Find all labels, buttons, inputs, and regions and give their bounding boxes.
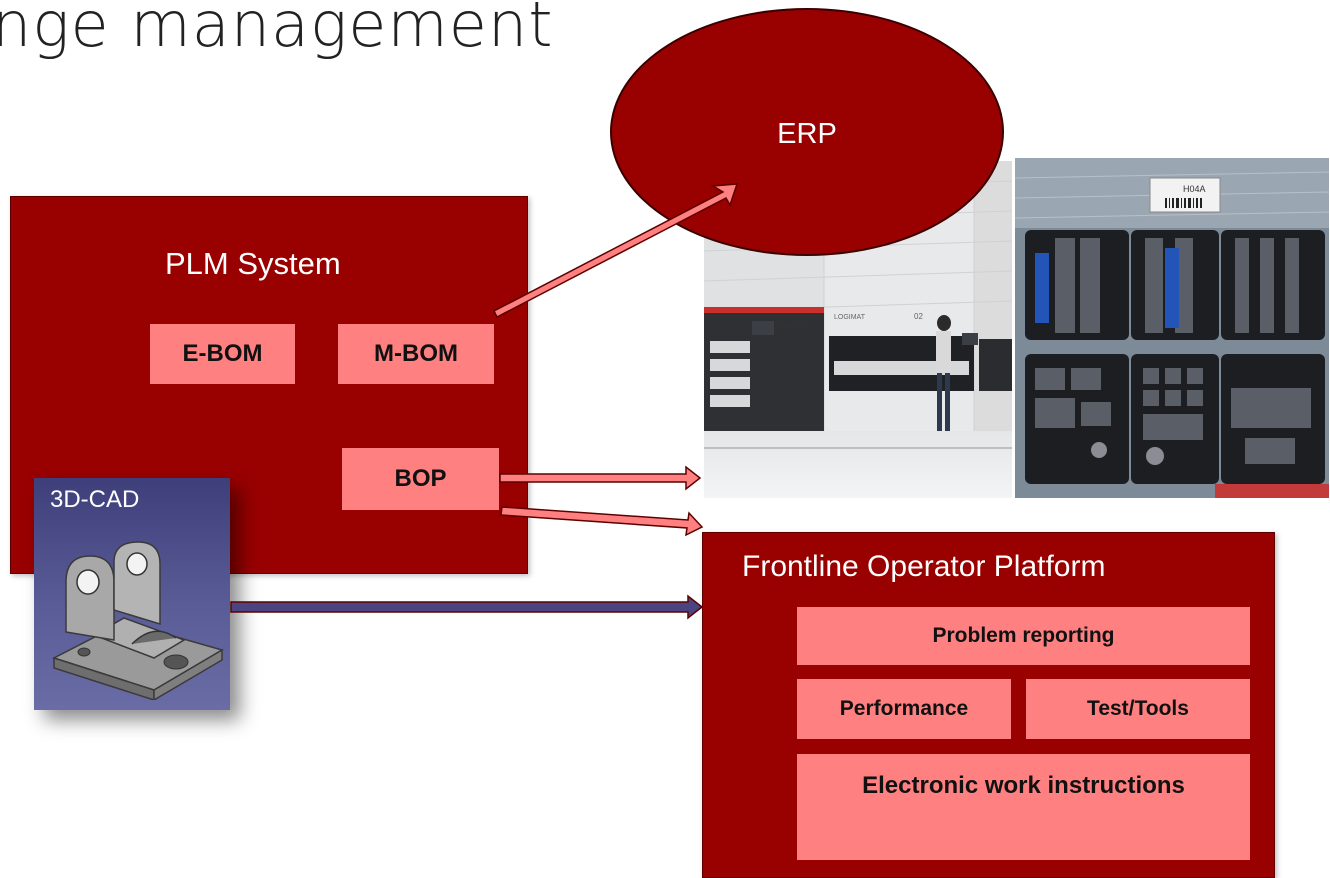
arrow-bop-to-frontline — [500, 506, 704, 537]
storage-unit-label: 02 — [914, 312, 923, 321]
storage-brand-label: SCHAFER — [766, 322, 804, 331]
cad-label: 3D-CAD — [50, 486, 140, 513]
kit-tag-label: H04A — [1183, 184, 1206, 194]
mbom-box: M-BOM — [338, 324, 494, 384]
arrow-cad-to-frontline — [230, 594, 704, 620]
ebom-box: E-BOM — [150, 324, 295, 384]
test-tools-box: Test/Tools — [1026, 679, 1250, 739]
storage-model-label: LOGIMAT — [834, 314, 866, 321]
frontline-platform-title: Frontline Operator Platform — [742, 550, 1106, 583]
problem-reporting-box: Problem reporting — [797, 607, 1250, 665]
slide-title: nge management — [0, 0, 554, 61]
work-instructions-box: Electronic work instructions — [797, 754, 1250, 860]
erp-label: ERP — [777, 118, 837, 150]
arrow-bop-to-storage — [499, 465, 702, 491]
erp-node: ERP — [610, 8, 1004, 256]
plm-system-title: PLM System — [165, 246, 341, 281]
bracket-part-icon — [44, 540, 224, 702]
performance-box: Performance — [797, 679, 1011, 739]
kitting-trays-photo: H04A — [1015, 158, 1329, 498]
bop-box: BOP — [342, 448, 499, 510]
work-instructions-label: Electronic work instructions — [862, 772, 1185, 799]
